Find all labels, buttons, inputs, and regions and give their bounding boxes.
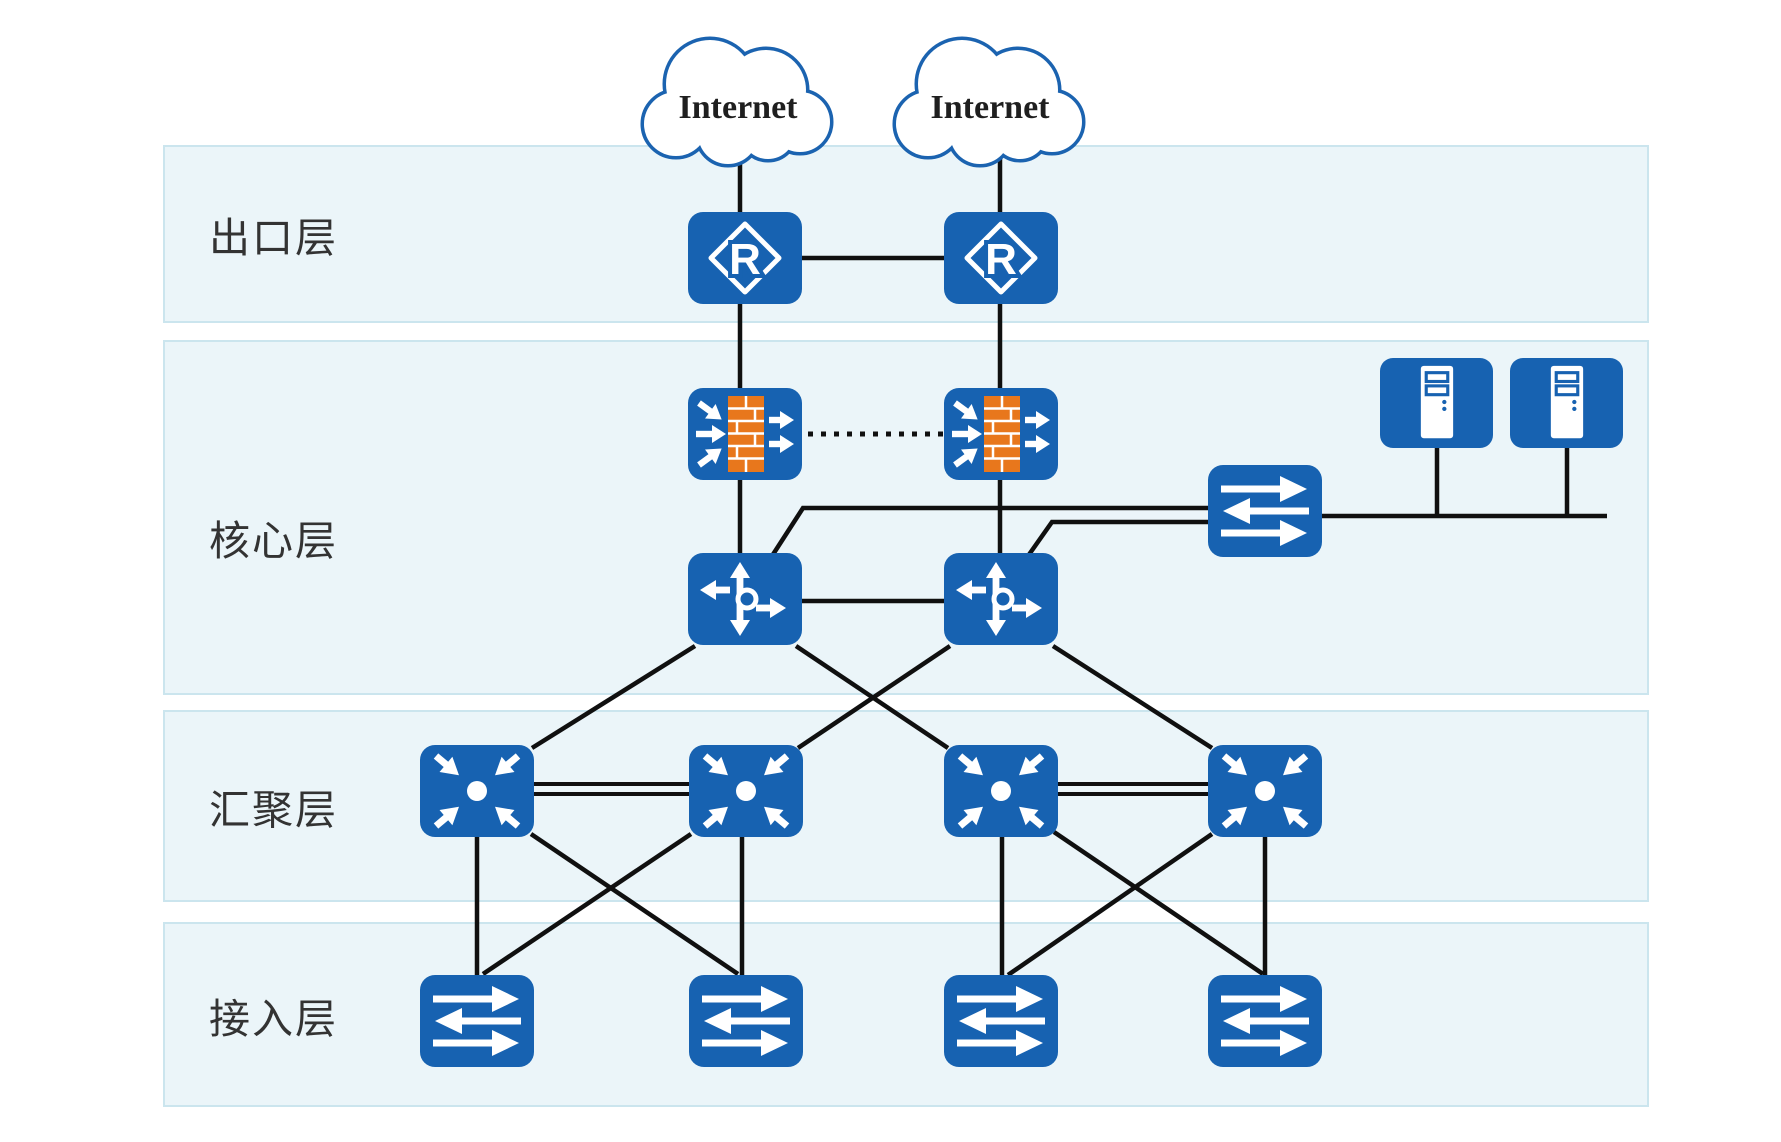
link-agg2-acc1 (481, 832, 693, 976)
aggregation-switch-icon (698, 748, 794, 834)
firewall-icon (692, 394, 796, 474)
switch-icon (1221, 476, 1309, 546)
switch-icon (957, 986, 1045, 1056)
switch-icon (702, 986, 790, 1056)
layer3-switch-icon (688, 553, 802, 645)
firewall-icon (948, 394, 1052, 474)
internet-cloud-1-label: Internet (679, 89, 799, 126)
internet-cloud-1: Internet (640, 36, 834, 168)
link-agg3-acc4 (1052, 830, 1265, 976)
aggregation-switch-1 (420, 745, 534, 837)
server-icon (1549, 364, 1585, 440)
link-core1-serverfarm-switch (770, 505, 1212, 558)
link-core2-agg4 (1051, 644, 1214, 750)
layer3-switch-icon (944, 553, 1058, 645)
aggregation-switch-icon (953, 748, 1049, 834)
firewall-1 (688, 388, 802, 480)
link-core2-agg2 (796, 644, 952, 750)
aggregation-switch-icon (1217, 748, 1313, 834)
layer-band-access: 接入层 (163, 922, 1649, 1107)
server-farm-switch (1208, 465, 1322, 557)
server-2 (1510, 358, 1623, 448)
access-switch-2 (689, 975, 803, 1067)
link-agg4-acc3 (1006, 832, 1214, 977)
layer-label-aggregation: 汇聚层 (209, 787, 338, 833)
router-icon (688, 212, 802, 304)
aggregation-switch-3 (944, 745, 1058, 837)
internet-cloud-2: Internet (892, 36, 1086, 168)
access-switch-4 (1208, 975, 1322, 1067)
access-switch-1 (420, 975, 534, 1067)
aggregation-switch-icon (429, 748, 525, 834)
router-icon (944, 212, 1058, 304)
server-icon (1419, 364, 1455, 440)
access-switch-3 (944, 975, 1058, 1067)
firewall-2 (944, 388, 1058, 480)
router-1 (688, 212, 802, 304)
server-1 (1380, 358, 1493, 448)
link-core1-agg1 (530, 644, 697, 750)
switch-icon (1221, 986, 1309, 1056)
core-switch-2 (944, 553, 1058, 645)
switch-icon (433, 986, 521, 1056)
layer-band-aggregation: 汇聚层 (163, 710, 1649, 902)
link-agg1-acc2 (529, 832, 740, 976)
link-core2-serverfarm-switch (1026, 519, 1212, 558)
internet-cloud-2-label: Internet (931, 89, 1051, 126)
layer-label-access: 接入层 (209, 995, 338, 1042)
aggregation-switch-2 (689, 745, 803, 837)
layer-label-core: 核心层 (209, 517, 338, 564)
aggregation-switch-4 (1208, 745, 1322, 837)
core-switch-1 (688, 553, 802, 645)
layer-label-egress: 出口层 (209, 215, 338, 261)
router-2 (944, 212, 1058, 304)
layer-band-egress: 出口层 (163, 145, 1649, 323)
